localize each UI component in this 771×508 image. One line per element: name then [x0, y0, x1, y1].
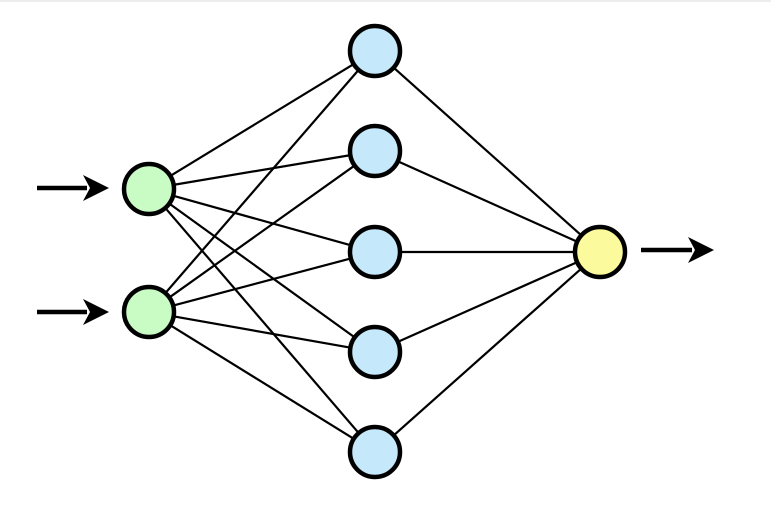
io-arrows-group	[37, 175, 714, 325]
connection-edge	[163, 206, 361, 435]
connection-edge	[168, 323, 356, 441]
input-arrow-head	[83, 175, 109, 201]
connection-edge	[168, 62, 356, 178]
connection-edge	[396, 260, 579, 344]
neuron-node-i1[interactable]	[121, 161, 177, 217]
connection-edge	[167, 202, 357, 339]
neuron-node-h4[interactable]	[347, 324, 403, 380]
output-arrow-head	[688, 237, 714, 263]
connection-edge	[392, 267, 583, 437]
connection-edge	[172, 153, 352, 187]
connection-edge	[171, 194, 353, 247]
input-arrow-head	[83, 299, 109, 325]
nodes-group	[121, 23, 628, 480]
connection-edge	[392, 66, 583, 237]
neuron-node-h3[interactable]	[347, 224, 403, 280]
neuron-node-i2[interactable]	[121, 284, 177, 340]
neuron-node-o1[interactable]	[572, 224, 628, 280]
neuron-node-h5[interactable]	[347, 424, 403, 480]
neuron-node-h1[interactable]	[347, 23, 403, 79]
neuron-node-h2[interactable]	[347, 123, 403, 179]
edges-group	[163, 62, 583, 441]
connection-edge	[163, 68, 361, 295]
connection-edge	[396, 159, 579, 244]
connection-edge	[167, 164, 357, 299]
connection-edge	[171, 257, 353, 307]
top-divider	[0, 0, 771, 2]
connection-edge	[172, 315, 352, 349]
